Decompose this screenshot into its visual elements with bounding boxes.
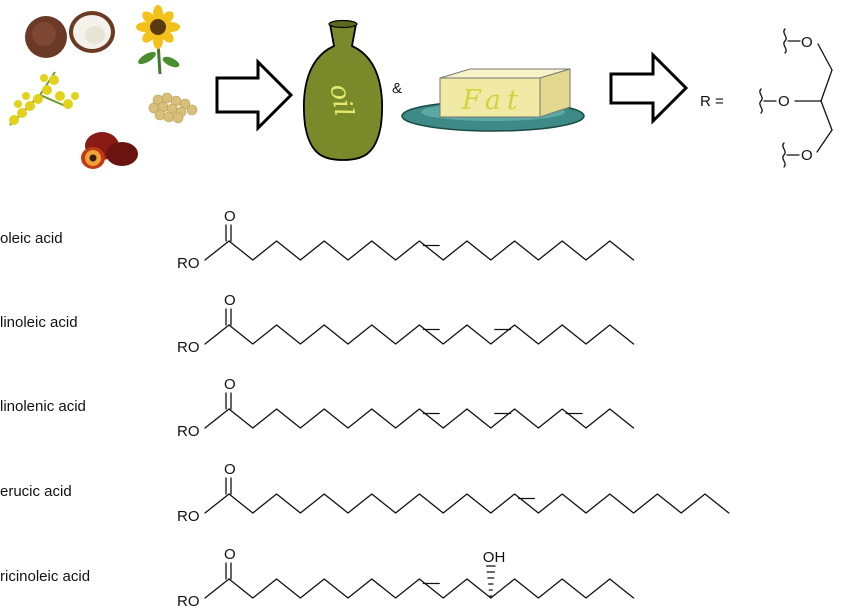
ro-ester-label: RO [177, 593, 200, 610]
glycerol-structure: R = O O O [700, 28, 833, 168]
glycerol-oxygen: O [801, 147, 813, 164]
oil-sources-illustration [9, 5, 198, 169]
carbon-chain [228, 240, 635, 261]
carbon-chain [228, 324, 635, 345]
carbonyl-oxygen-label: O [224, 376, 236, 393]
carbonyl-oxygen-label: O [224, 461, 236, 478]
coconut-image [25, 11, 115, 58]
carbonyl-oxygen-label: O [224, 546, 236, 563]
fat-label: Fat [461, 85, 524, 116]
ro-ester-label: RO [177, 508, 200, 525]
and-symbol: & [392, 80, 402, 97]
fat-on-plate-image: Fat [401, 68, 585, 132]
oil-bottle-image: oil [302, 19, 384, 161]
acid-name-label: erucic acid [0, 483, 72, 500]
acid-name-label: ricinoleic acid [0, 568, 90, 585]
carbonyl-oxygen-label: O [224, 292, 236, 309]
glycerol-oxygen: O [801, 34, 813, 51]
carbon-chain [228, 578, 635, 599]
ro-ester-label: RO [177, 423, 200, 440]
palm-fruit-image [81, 132, 138, 169]
glycerol-oxygen: O [778, 93, 790, 110]
sunflower-image [136, 5, 180, 75]
hydroxyl-label: OH [483, 549, 506, 566]
carbon-chain [228, 493, 730, 514]
acid-name-label: linoleic acid [0, 314, 78, 331]
ro-ester-label: RO [177, 255, 200, 272]
arrow-right-icon [215, 58, 294, 132]
arrow-right-icon [609, 51, 689, 125]
soybean-image [148, 92, 198, 124]
rapeseed-image [9, 71, 79, 126]
carbon-chain [228, 408, 635, 429]
carbonyl-oxygen-label: O [224, 208, 236, 225]
acid-name-label: linolenic acid [0, 398, 86, 415]
ro-ester-label: RO [177, 339, 200, 356]
acid-name-label: oleic acid [0, 230, 63, 247]
oil-label: oil [323, 82, 358, 119]
r-equals-label: R = [700, 93, 724, 110]
